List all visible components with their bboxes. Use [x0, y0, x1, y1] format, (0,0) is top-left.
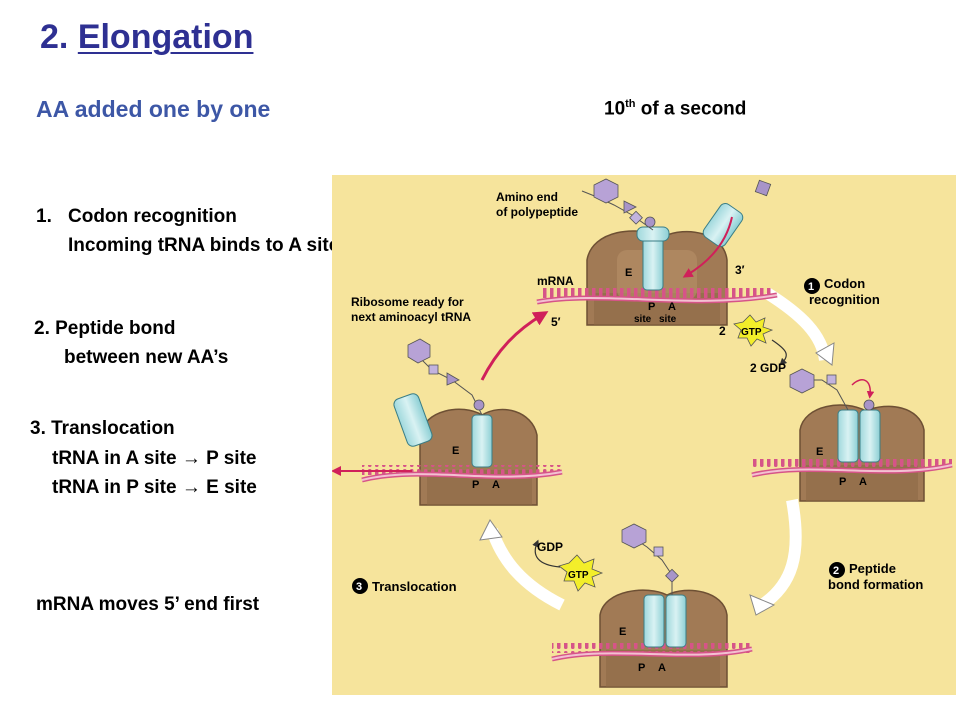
- polypeptide-chain-left: [407, 338, 485, 416]
- left-a-site-label: A: [492, 479, 500, 491]
- step3-line1-to: P site: [206, 448, 257, 469]
- step3-line2-to: E site: [206, 477, 257, 498]
- three-prime-label: 3′: [735, 263, 745, 277]
- ribosome-bottom: [551, 589, 753, 688]
- ribosome-ready-label-1: Ribosome ready for: [351, 295, 464, 309]
- cycle-arrow-ribosome-ready: [480, 311, 549, 381]
- gtp-label-bottom: GTP: [568, 570, 589, 581]
- ribosome-left: [361, 393, 563, 506]
- title-number: 2.: [40, 18, 78, 56]
- five-prime-label: 5′: [551, 315, 561, 329]
- timing-note: 10th of a second: [604, 98, 746, 120]
- cycle-arrow-translocation: [486, 528, 565, 611]
- step3-title: 3. Translocation: [30, 418, 175, 439]
- bottom-e-site-label: E: [619, 626, 626, 638]
- gdp-label: GDP: [537, 540, 563, 554]
- stage3-label: Translocation: [372, 579, 457, 594]
- stage2-label-1: Peptide: [849, 561, 896, 576]
- gtp-star-icon: [558, 554, 604, 592]
- right-a-site-label: A: [859, 476, 867, 488]
- step3-line2: tRNA in P site → E site: [52, 473, 257, 502]
- amino-end-label-1: Amino end: [496, 190, 558, 204]
- mrna-direction-note: mRNA moves 5’ end first: [36, 594, 260, 615]
- incoming-trna-top: [682, 179, 772, 278]
- stage1-label-1: Codon: [824, 276, 865, 291]
- gtp-star-icon: [733, 314, 774, 347]
- top-p-site-label: P: [648, 301, 655, 313]
- step2-title: 2. Peptide bond: [34, 318, 176, 339]
- right-p-site-label: P: [839, 476, 846, 488]
- timing-number: 10: [604, 98, 626, 120]
- two-gdp-label: 2 GDP: [750, 361, 786, 375]
- top-p-site-word: site: [634, 314, 652, 325]
- timing-superscript: th: [625, 98, 636, 110]
- stage1-badge: [804, 278, 820, 294]
- step1-number: 1.: [36, 206, 52, 227]
- ribosome-ready-label-2: next aminoacyl tRNA: [351, 310, 471, 324]
- arrow-icon: →: [181, 477, 201, 498]
- stage1-number: 1: [808, 281, 814, 293]
- stage1-label-2: recognition: [809, 292, 880, 307]
- step3-line1-from: tRNA in A site: [52, 448, 177, 469]
- polypeptide-chain-bottom: [621, 523, 679, 595]
- step3-line1: tRNA in A site → P site: [52, 444, 256, 473]
- gtp-label-top: GTP: [741, 327, 762, 338]
- top-a-site-word: site: [659, 314, 677, 325]
- left-p-site-label: P: [472, 479, 479, 491]
- step3-line2-from: tRNA in P site: [52, 477, 177, 498]
- cycle-arrow-peptide-bond: [758, 498, 802, 610]
- ribosome-top: [536, 226, 778, 326]
- stage3-badge: [352, 578, 368, 594]
- slide-subtitle: AA added one by one: [36, 96, 271, 122]
- left-e-site-label: E: [452, 445, 459, 457]
- step1-title: Codon recognition: [68, 206, 237, 227]
- stage3-number: 3: [356, 581, 362, 593]
- mrna-label: mRNA: [537, 274, 574, 288]
- bottom-p-site-label: P: [638, 662, 645, 674]
- stage2-label-2: bond formation: [828, 577, 923, 592]
- step2-detail: between new AA’s: [64, 347, 229, 368]
- ribosome-right: [751, 404, 953, 502]
- top-e-site-label: E: [625, 267, 632, 279]
- elongation-cycle-diagram: E P A site site Amino end of polypeptide…: [332, 175, 956, 695]
- right-e-site-label: E: [816, 446, 823, 458]
- top-a-site-label: A: [668, 301, 676, 313]
- bottom-a-site-label: A: [658, 662, 666, 674]
- timing-suffix: of a second: [635, 98, 747, 120]
- polypeptide-chain-right: [789, 368, 875, 411]
- amino-end-label-2: of polypeptide: [496, 205, 578, 219]
- step1-detail: Incoming tRNA binds to A site: [68, 235, 340, 256]
- stage2-badge: [829, 562, 845, 578]
- title-word: Elongation: [77, 18, 254, 56]
- polypeptide-chain-top: [581, 178, 656, 231]
- slide-title: 2. Elongation: [40, 18, 253, 57]
- arrow-icon: →: [181, 448, 201, 469]
- stage2-number: 2: [833, 565, 839, 577]
- gtp-count: 2: [719, 324, 726, 338]
